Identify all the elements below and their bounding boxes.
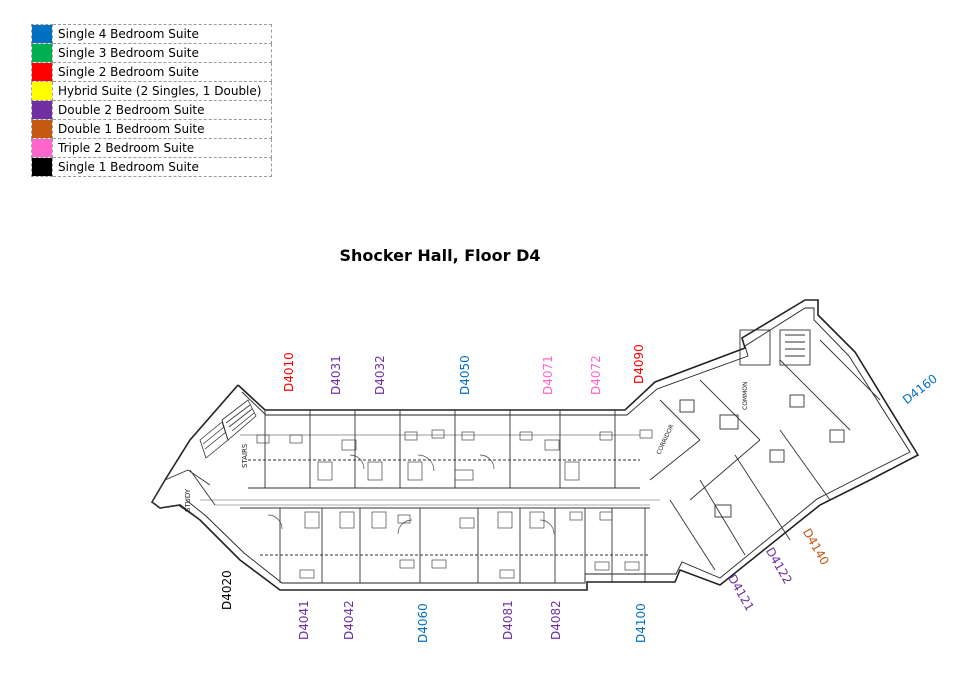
lower-rooms [240, 507, 650, 583]
legend-row: Triple 2 Bedroom Suite [31, 138, 272, 158]
stairs-left [199, 399, 257, 459]
unit-label: D4071 [541, 355, 555, 395]
corridor [200, 499, 660, 506]
legend-row: Double 2 Bedroom Suite [31, 100, 272, 120]
legend-label: Single 1 Bedroom Suite [52, 157, 272, 177]
unit-label: D4032 [373, 355, 387, 395]
unit-label: D4060 [416, 603, 430, 643]
unit-label: D4050 [458, 355, 472, 395]
legend-row: Single 3 Bedroom Suite [31, 43, 272, 63]
unit-label: D4031 [329, 355, 343, 395]
unit-label: D4041 [297, 600, 311, 640]
legend-swatch [32, 120, 52, 138]
legend-swatch [32, 82, 52, 100]
corridor-label: CORRIDOR [655, 423, 675, 455]
legend-swatch [32, 158, 52, 176]
legend-swatch [32, 25, 52, 43]
unit-label: D4081 [501, 600, 515, 640]
unit-label: D4082 [549, 600, 563, 640]
unit-label: D4042 [342, 600, 356, 640]
stairs-label: STAIRS [241, 443, 249, 468]
study-label: STUDY [184, 488, 192, 512]
unit-label: D4010 [282, 352, 296, 392]
legend-label: Triple 2 Bedroom Suite [52, 138, 272, 158]
right-wing [649, 329, 881, 571]
legend-swatch [32, 139, 52, 157]
legend-swatch [32, 101, 52, 119]
unit-label: D4100 [634, 603, 648, 643]
legend-label: Double 2 Bedroom Suite [52, 100, 272, 120]
unit-label: D4090 [632, 344, 646, 384]
common-label: COMMON [742, 382, 749, 410]
study-wing [151, 469, 216, 521]
legend-swatch [32, 63, 52, 81]
legend-row: Single 1 Bedroom Suite [31, 157, 272, 177]
fixtures [256, 429, 653, 579]
unit-label: D4072 [589, 355, 603, 395]
upper-rooms [240, 410, 640, 489]
legend-row: Single 2 Bedroom Suite [31, 62, 272, 82]
building-outline [150, 299, 920, 591]
plan-title: Shocker Hall, Floor D4 [339, 246, 541, 265]
unit-label: D4020 [220, 570, 234, 610]
legend-swatch [32, 44, 52, 62]
